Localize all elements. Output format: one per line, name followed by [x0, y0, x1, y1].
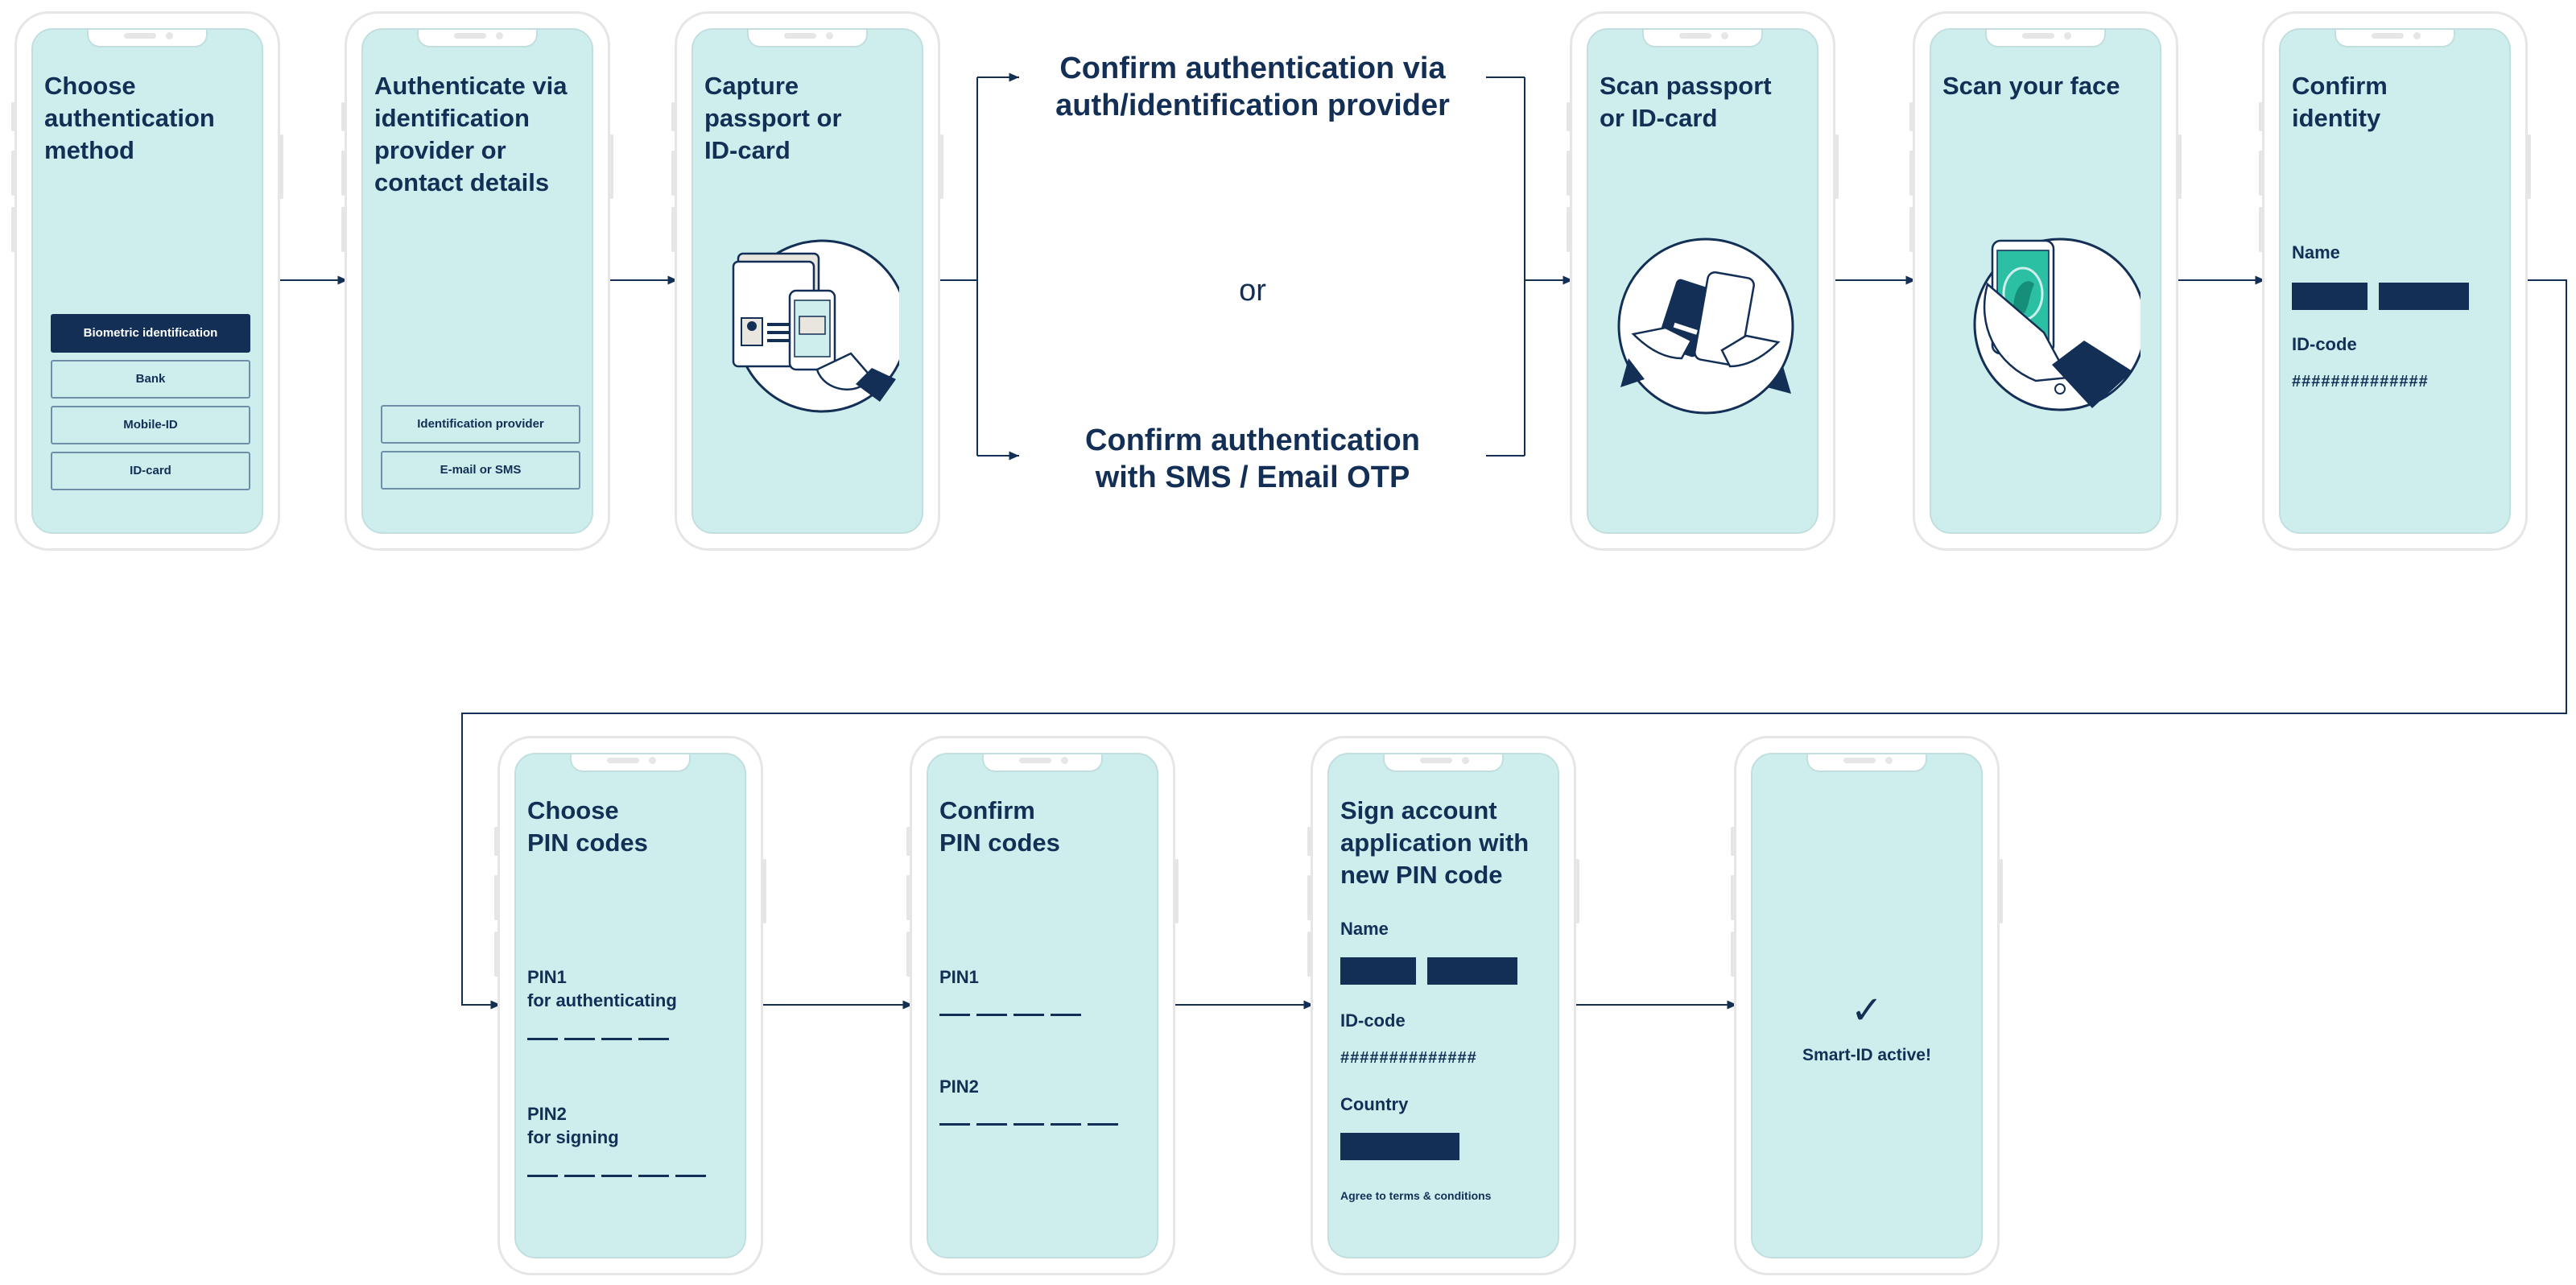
pin-digit-slot: [675, 1175, 706, 1177]
phone-scan-face: Scan your face: [1909, 11, 2182, 551]
success-message: Smart-ID active!: [1802, 1046, 1931, 1064]
pin-digit-slot: [601, 1038, 632, 1040]
phone-choose-method: Choose authentication method Biometric i…: [11, 11, 283, 551]
pin-digit-slot: [564, 1175, 595, 1177]
screen: Scan your face: [1930, 28, 2161, 534]
phone-scan-document: Scan passport or ID-card: [1567, 11, 1839, 551]
pin1-label: PIN1 for authenticating: [527, 967, 677, 1010]
screen: Choose PIN codes PIN1 for authenticating…: [514, 753, 746, 1258]
screen-title: Authenticate via identification provider…: [374, 72, 568, 196]
wrap-connector: [461, 279, 2567, 1010]
screen-title: Choose PIN codes: [527, 796, 648, 857]
pin-digit-slot: [638, 1038, 669, 1040]
screen: Choose authentication method Biometric i…: [31, 28, 263, 534]
pin1-input[interactable]: [939, 1014, 1081, 1016]
bank-button[interactable]: Bank: [51, 360, 250, 399]
screen-title: Sign account application with new PIN co…: [1340, 796, 1530, 889]
phone-done: ✓ Smart-ID active!: [1731, 736, 2003, 1275]
id-code-value: ##############: [2292, 373, 2429, 390]
screen-title: Scan passport or ID-card: [1600, 72, 1772, 132]
pin1-input[interactable]: [527, 1038, 669, 1040]
identification-provider-button[interactable]: Identification provider: [381, 405, 580, 444]
name-label: Name: [1340, 919, 1389, 939]
last-name-value: [2379, 283, 2469, 310]
pin-digit-slot: [638, 1175, 669, 1177]
checkmark-icon: ✓: [1850, 990, 1884, 1032]
pin-digit-slot: [527, 1038, 558, 1040]
id-code-value: ##############: [1340, 1049, 1477, 1067]
pin-digit-slot: [527, 1175, 558, 1177]
screen-title: Scan your face: [1942, 72, 2120, 100]
phone-sign-application: Sign account application with new PIN co…: [1307, 736, 1579, 1275]
pin-digit-slot: [601, 1175, 632, 1177]
screen-title: Choose authentication method: [44, 72, 215, 164]
country-value: [1340, 1133, 1459, 1160]
screen: ✓ Smart-ID active!: [1751, 753, 1983, 1258]
pin-digit-slot: [1051, 1014, 1081, 1016]
passport-capture-illustration: [732, 239, 899, 413]
phone-choose-pins: Choose PIN codes PIN1 for authenticating…: [494, 736, 766, 1275]
pin-digit-slot: [1051, 1123, 1081, 1126]
first-name-value: [1340, 957, 1416, 985]
screen-title: Confirm PIN codes: [939, 796, 1060, 857]
id-card-button[interactable]: ID-card: [51, 452, 250, 490]
provider-confirmation-text: Confirm authentication via auth/identifi…: [1055, 52, 1450, 122]
or-separator: or: [1239, 274, 1266, 308]
name-label: Name: [2292, 242, 2340, 262]
pin2-label: PIN2 for signing: [527, 1104, 619, 1147]
pin-digit-slot: [1013, 1123, 1044, 1126]
pin-digit-slot: [1013, 1014, 1044, 1016]
id-code-label: ID-code: [2292, 334, 2357, 354]
phone-capture-document: Capture passport or ID-card: [671, 11, 943, 551]
screen: Authenticate via identification provider…: [361, 28, 593, 534]
otp-confirmation-text: Confirm authentication with SMS / Email …: [1085, 424, 1420, 494]
pin-digit-slot: [976, 1014, 1007, 1016]
screen-title: Confirm identity: [2292, 72, 2388, 132]
phone-authenticate: Authenticate via identification provider…: [341, 11, 613, 551]
mobile-id-button[interactable]: Mobile-ID: [51, 406, 250, 444]
pin-digit-slot: [939, 1123, 970, 1126]
face-scan-illustration: [1973, 238, 2140, 411]
screen: Scan passport or ID-card: [1587, 28, 1818, 534]
pin1-label: PIN1: [939, 967, 979, 987]
pin2-input[interactable]: [527, 1175, 706, 1177]
first-name-value: [2292, 283, 2368, 310]
country-label: Country: [1340, 1094, 1409, 1114]
pin-digit-slot: [564, 1038, 595, 1040]
terms-link[interactable]: Agree to terms & conditions: [1340, 1189, 1492, 1202]
email-or-sms-button[interactable]: E-mail or SMS: [381, 451, 580, 490]
pin2-input[interactable]: [939, 1123, 1118, 1126]
id-card-scan-illustration: [1617, 238, 1794, 415]
pin-digit-slot: [976, 1123, 1007, 1126]
id-code-label: ID-code: [1340, 1010, 1406, 1031]
pin-digit-slot: [1088, 1123, 1118, 1126]
phone-confirm-pins: Confirm PIN codes PIN1 PIN2: [906, 736, 1179, 1275]
screen: Confirm PIN codes PIN1 PIN2: [927, 753, 1158, 1258]
screen-title: Capture passport or ID-card: [704, 72, 842, 164]
last-name-value: [1427, 957, 1517, 985]
phone-confirm-identity: Confirm identity Name ID-code ##########…: [2259, 11, 2531, 551]
screen: Confirm identity Name ID-code ##########…: [2279, 28, 2511, 534]
pin-digit-slot: [939, 1014, 970, 1016]
screen: Capture passport or ID-card: [691, 28, 923, 534]
pin2-label: PIN2: [939, 1076, 979, 1097]
screen: Sign account application with new PIN co…: [1327, 753, 1559, 1258]
biometric-identification-button[interactable]: Biometric identification: [51, 314, 250, 353]
